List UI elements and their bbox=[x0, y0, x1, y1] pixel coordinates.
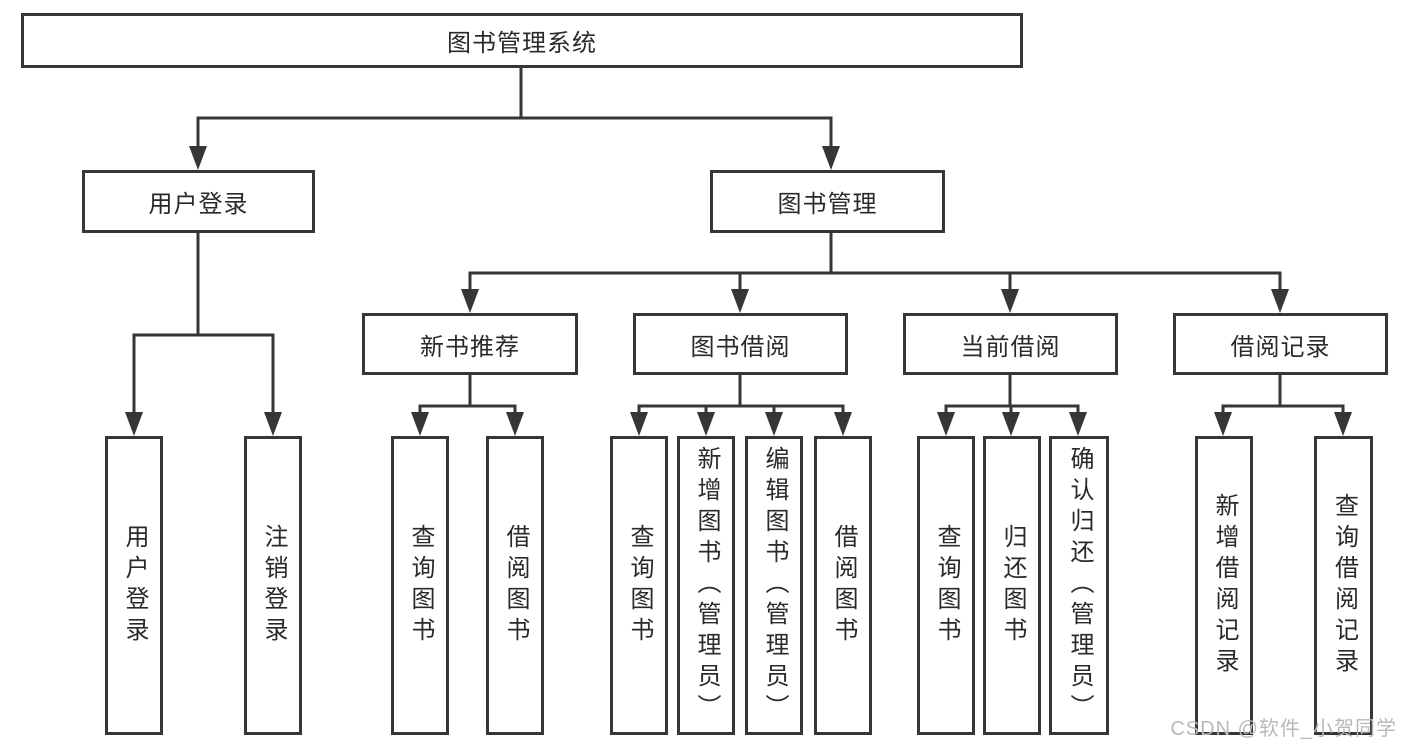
node-new-book-recommend: 新书推荐 bbox=[362, 313, 578, 375]
leaf-borrow-add-book-admin: 新增图书（管理员） bbox=[677, 436, 735, 735]
leaf-recommend-query-book: 查询图书 bbox=[391, 436, 449, 735]
leaf-borrow-edit-book-admin: 编辑图书（管理员） bbox=[745, 436, 803, 735]
node-root: 图书管理系统 bbox=[21, 13, 1023, 68]
leaf-borrow-borrow-book: 借阅图书 bbox=[814, 436, 872, 735]
csdn-watermark: CSDN @软件_小贺同学 bbox=[1170, 718, 1397, 740]
leaf-current-confirm-return-admin: 确认归还（管理员） bbox=[1049, 436, 1109, 735]
leaf-records-add-record: 新增借阅记录 bbox=[1195, 436, 1253, 735]
leaf-recommend-borrow-book: 借阅图书 bbox=[486, 436, 544, 735]
node-current-borrow: 当前借阅 bbox=[903, 313, 1118, 375]
leaf-current-return-book: 归还图书 bbox=[983, 436, 1041, 735]
leaf-records-query-record: 查询借阅记录 bbox=[1314, 436, 1373, 735]
leaf-current-query-book: 查询图书 bbox=[917, 436, 975, 735]
leaf-user-login: 用户登录 bbox=[105, 436, 163, 735]
leaf-logout-login: 注销登录 bbox=[244, 436, 302, 735]
node-book-borrow: 图书借阅 bbox=[633, 313, 848, 375]
node-book-management: 图书管理 bbox=[710, 170, 945, 233]
node-borrow-records: 借阅记录 bbox=[1173, 313, 1388, 375]
node-user-login: 用户登录 bbox=[82, 170, 315, 233]
leaf-borrow-query-book: 查询图书 bbox=[610, 436, 668, 735]
